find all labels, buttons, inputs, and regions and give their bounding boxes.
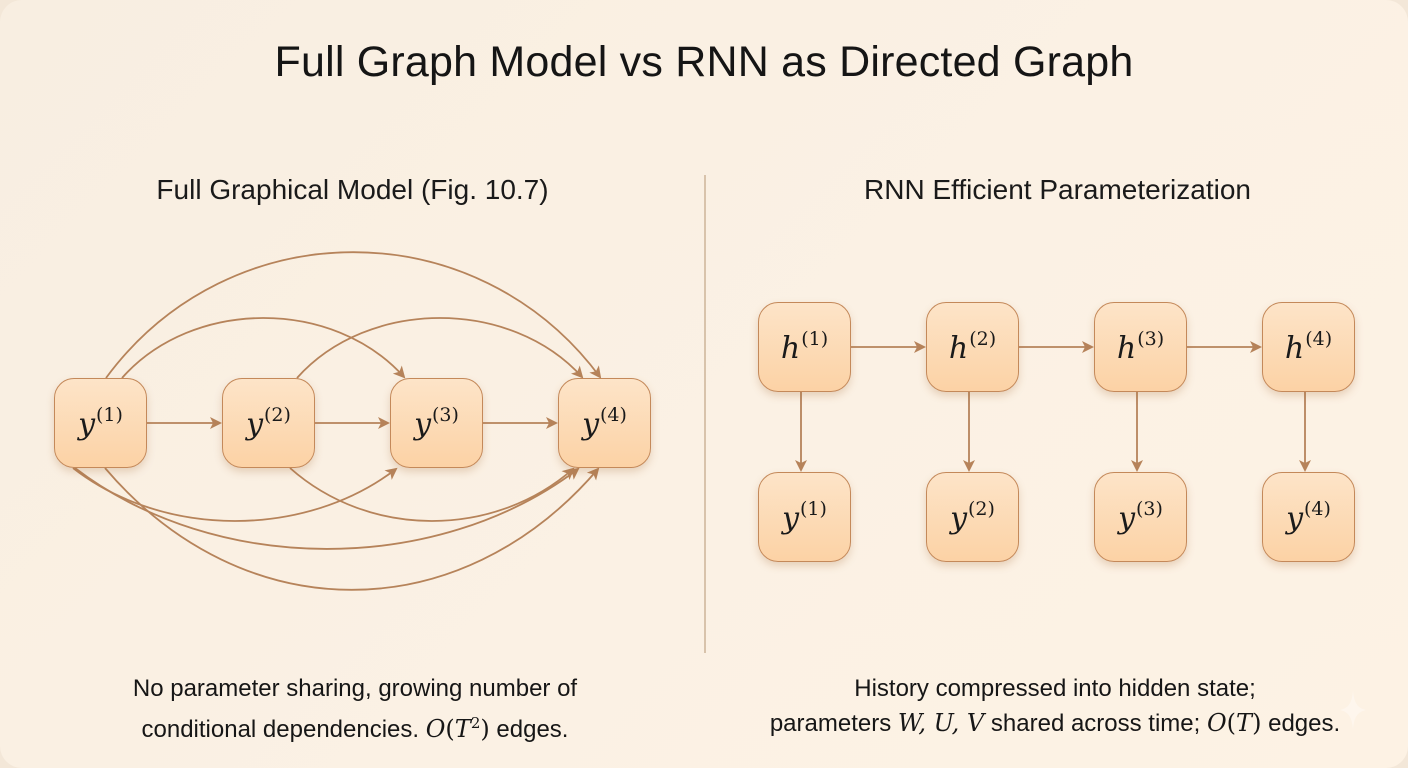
right-caption-line2: parameters W, U, V shared across time; O… [769,709,1341,737]
node-label: y(2) [246,404,291,442]
left-panel-title: Full Graphical Model (Fig. 10.7) [156,174,549,205]
node-label: y(3) [414,404,459,442]
panel-divider [704,175,706,653]
edge-y1-y4 [74,467,580,550]
node-h2: h(2) [926,302,1019,392]
edge-y2-y4 [296,317,584,379]
edge-y1-y4 [104,467,600,591]
node-y2: y(2) [222,378,315,468]
node-h1: h(1) [758,302,851,392]
left-caption-line1: No parameter sharing, growing number of [132,675,578,702]
right-caption-line1: History compressed into hidden state; [854,675,1256,702]
node-label: y(1) [782,498,827,536]
left-caption: No parameter sharing, growing number of … [40,672,670,747]
main-title: Full Graph Model vs RNN as Directed Grap… [274,38,1134,86]
node-label: y(3) [1118,498,1163,536]
node-output-y1: y(1) [758,472,851,562]
edge-y1-y3 [121,317,406,379]
node-label: y(2) [950,498,995,536]
node-label: y(1) [78,404,123,442]
node-label: h(1) [780,328,829,366]
node-output-y2: y(2) [926,472,1019,562]
node-y4: y(4) [558,378,651,468]
node-y3: y(3) [390,378,483,468]
edge-y2-y4 [289,467,575,522]
node-label: y(4) [582,404,627,442]
edge-y1-y4 [105,251,602,379]
node-output-y4: y(4) [1262,472,1355,562]
node-label: h(3) [1116,328,1165,366]
node-label: h(4) [1284,328,1333,366]
right-panel-title: RNN Efficient Parameterization [864,174,1251,205]
right-caption: History compressed into hidden state; pa… [720,672,1390,741]
node-y1: y(1) [54,378,147,468]
left-caption-line2: conditional dependencies. O(T2) edges. [141,714,569,743]
node-label: y(4) [1286,498,1331,536]
edge-y1-y3 [72,467,398,522]
node-h3: h(3) [1094,302,1187,392]
node-output-y3: y(3) [1094,472,1187,562]
sparkle-icon [1340,690,1366,730]
node-h4: h(4) [1262,302,1355,392]
node-label: h(2) [948,328,997,366]
